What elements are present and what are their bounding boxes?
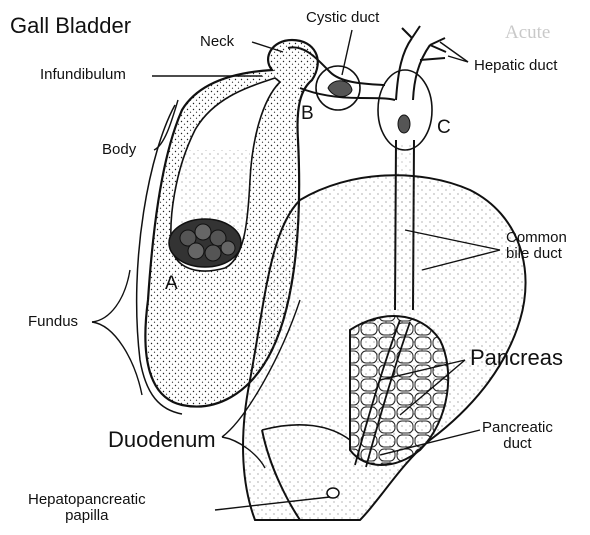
- pancreas: [350, 316, 448, 465]
- label-papilla-line2: papilla: [28, 508, 146, 524]
- label-pancreatic-duct-line1: Pancreatic: [482, 420, 553, 436]
- label-duodenum: Duodenum: [108, 428, 216, 451]
- label-cystic-duct: Cystic duct: [306, 10, 379, 26]
- label-neck: Neck: [200, 34, 234, 50]
- hepatic-duct-branches: [396, 26, 446, 100]
- label-body: Body: [102, 142, 136, 158]
- label-infundibulum: Infundibulum: [40, 67, 126, 83]
- label-c: C: [437, 118, 451, 138]
- stone-c: [398, 115, 410, 133]
- label-a: A: [165, 274, 178, 294]
- gallstones-a: [169, 219, 241, 267]
- label-pancreatic-duct: Pancreatic duct: [482, 420, 553, 452]
- circle-c: [378, 70, 432, 150]
- label-papilla-line1: Hepatopancreatic: [28, 492, 146, 508]
- stone-b: [328, 81, 352, 97]
- label-pancreatic-duct-line2: duct: [482, 436, 553, 452]
- label-pancreas: Pancreas: [470, 346, 563, 369]
- label-common-bile-duct: Common bile duct: [506, 230, 567, 262]
- label-common-bile-duct-line2: bile duct: [506, 246, 567, 262]
- label-fundus: Fundus: [28, 314, 78, 330]
- label-common-bile-duct-line1: Common: [506, 230, 567, 246]
- label-b: B: [301, 104, 314, 124]
- diagram-title: Gall Bladder: [10, 14, 131, 37]
- gall-sludge: [180, 150, 250, 230]
- label-hepatic-duct: Hepatic duct: [474, 58, 557, 74]
- label-hepatopancreatic-papilla: Hepatopancreatic papilla: [28, 492, 146, 524]
